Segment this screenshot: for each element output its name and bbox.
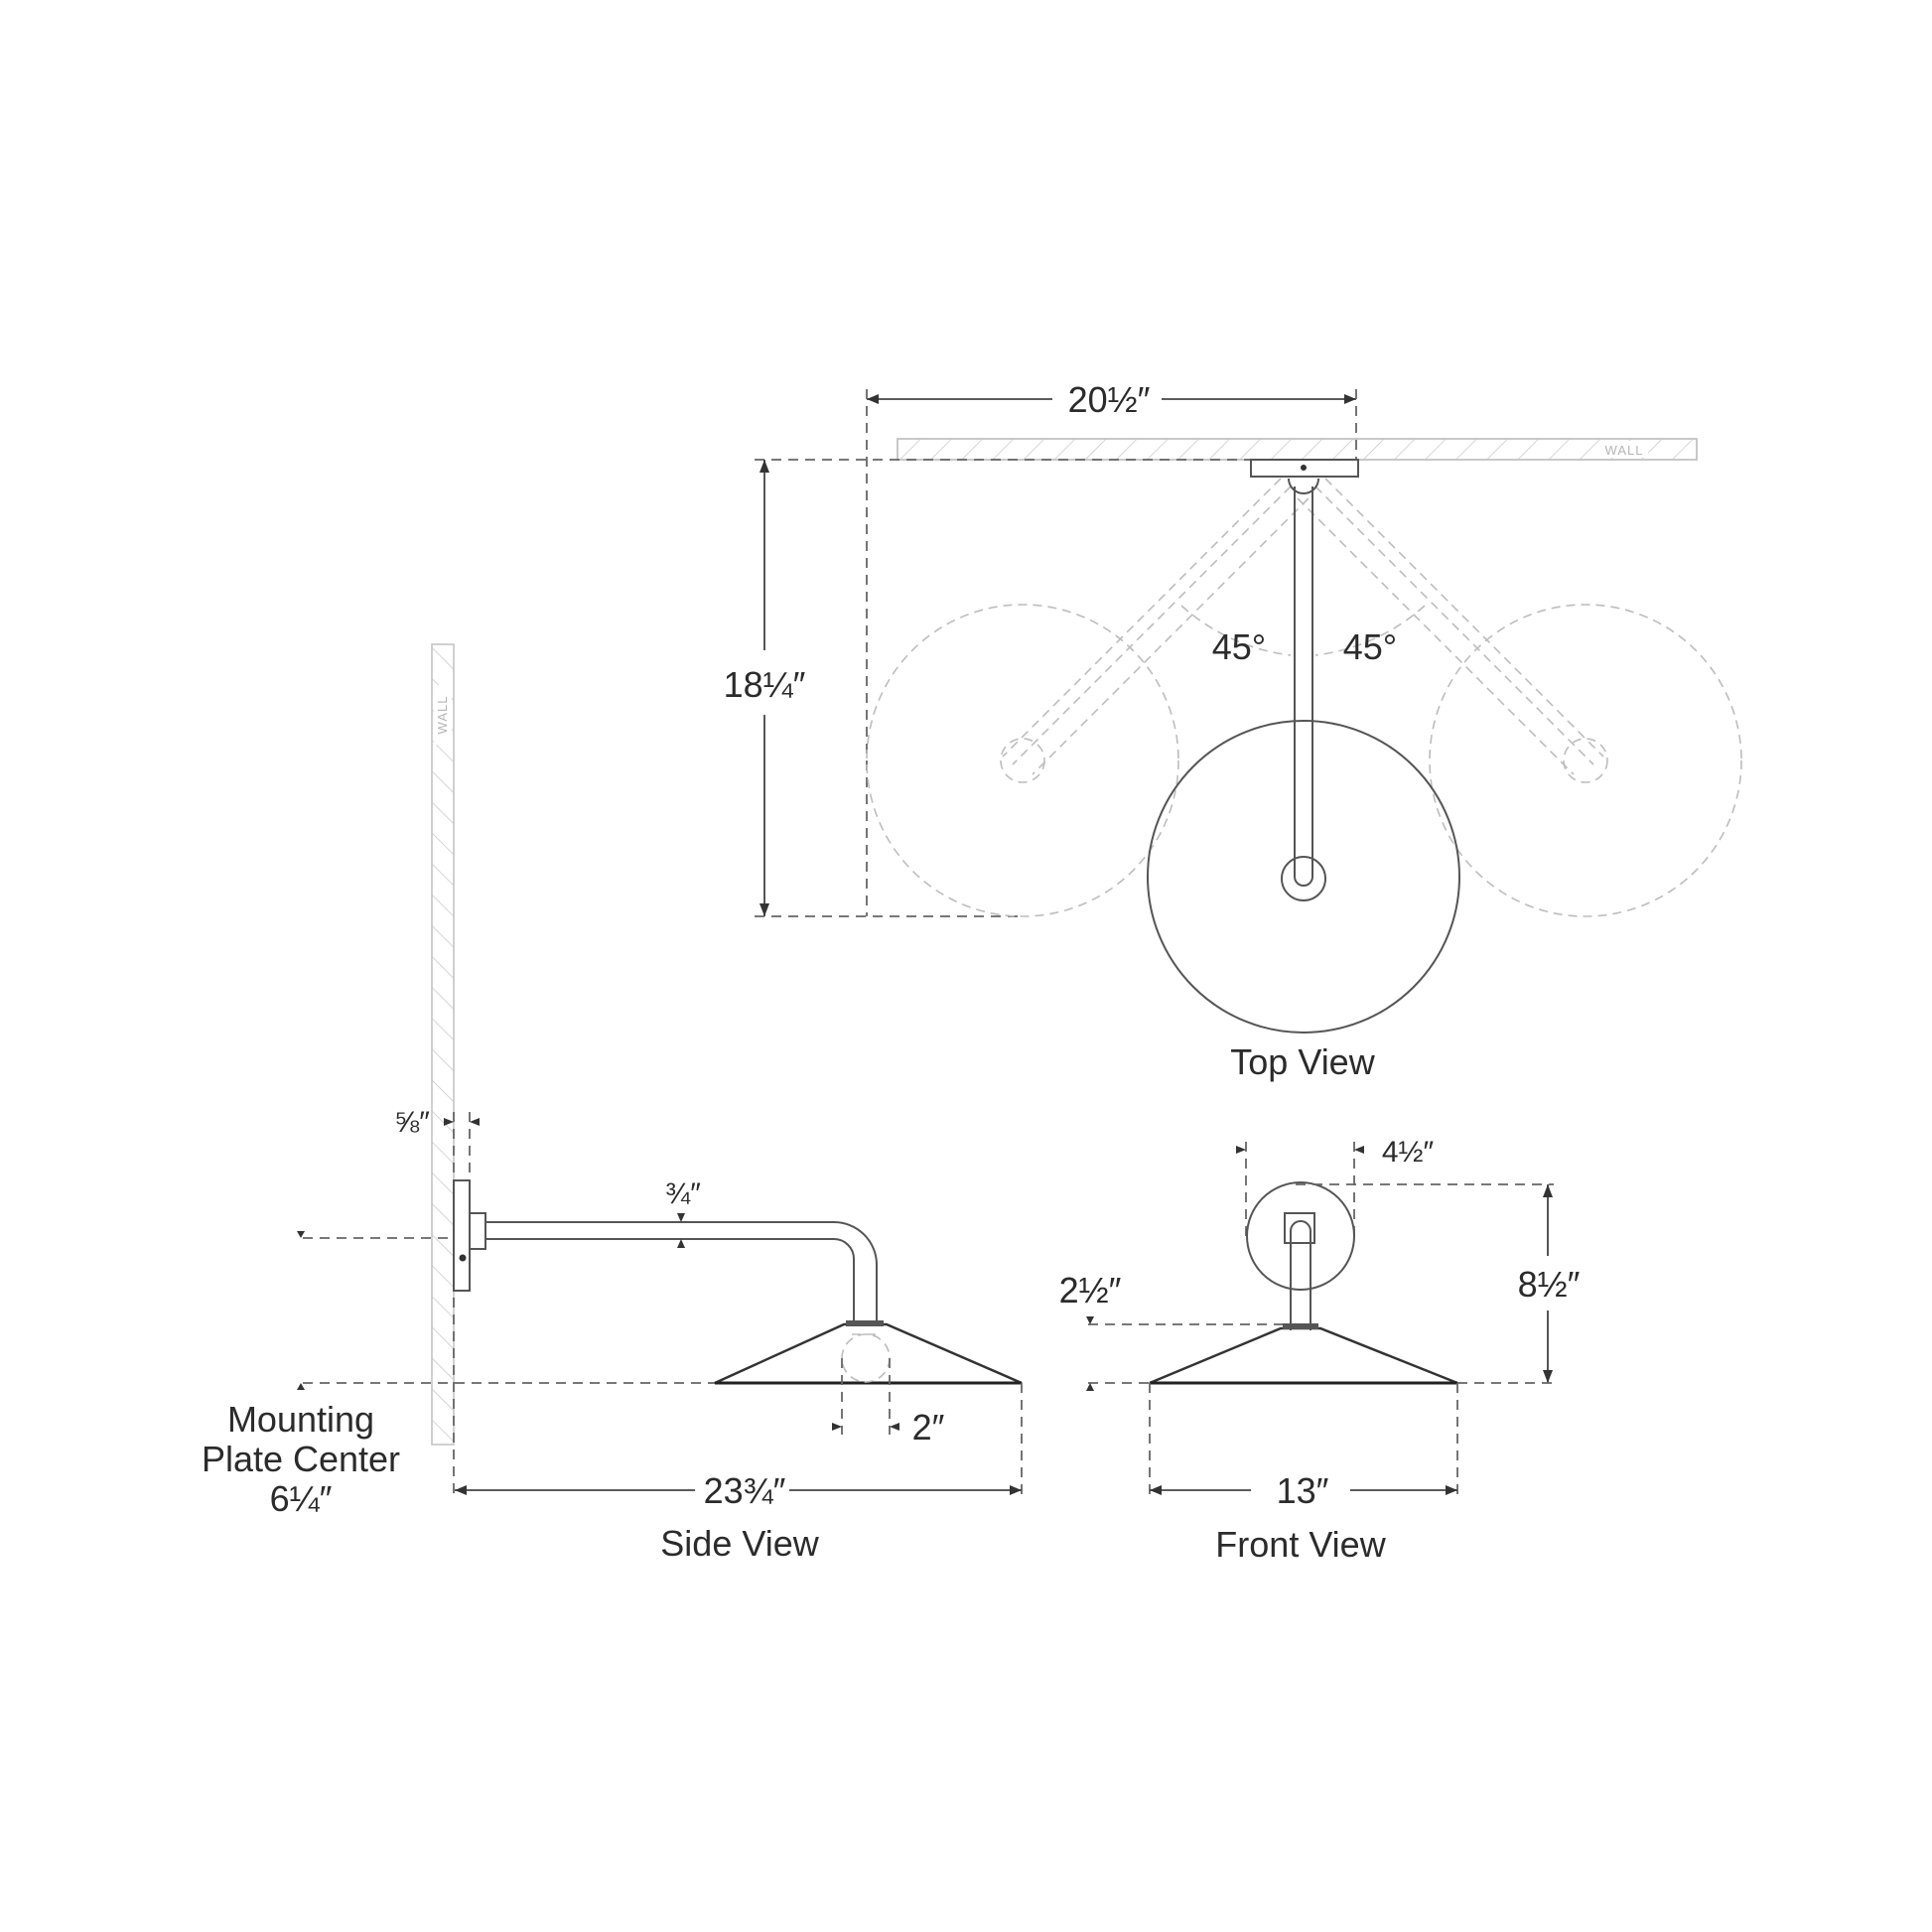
bulb-side: 2″: [832, 1333, 945, 1448]
swing-arm-main: [1281, 478, 1326, 901]
angle-label-right: 45°: [1343, 626, 1397, 667]
dimension-label-plate-depth: ⅝″: [394, 1106, 430, 1139]
wall-label-top: WALL: [1605, 443, 1644, 458]
dimension-label-width: 20½″: [1068, 379, 1151, 420]
dimension-shade-width: 13″: [1149, 1383, 1458, 1511]
dimension-extension: 23¾″: [455, 1383, 1023, 1511]
angle-label-left: 45°: [1212, 626, 1266, 667]
dimension-label-arm-thickness: ¾″: [665, 1177, 701, 1210]
dimension-label-plate-width: 4½″: [1382, 1136, 1435, 1169]
dimension-plate-width: 4½″: [1236, 1136, 1435, 1236]
side-view-label: Side View: [660, 1523, 819, 1564]
wall-label-side: WALL: [435, 696, 450, 735]
dimension-height: 8½″: [1518, 1184, 1581, 1383]
front-view: 4½″ 8½″ 2½″: [1059, 1136, 1581, 1565]
top-view-label: Top View: [1230, 1041, 1375, 1082]
mount-plate-top: [1250, 459, 1359, 478]
wall-top: WALL: [897, 438, 1698, 461]
mounting-plate-center-note: Mounting Plate Center 6¼″: [202, 1399, 400, 1519]
dimension-label-bulb: 2″: [912, 1407, 945, 1448]
svg-text:Plate Center: Plate Center: [202, 1439, 400, 1479]
svg-text:6¼″: 6¼″: [270, 1478, 333, 1519]
dimension-plate-depth: ⅝″: [394, 1106, 480, 1139]
dimension-arm-thickness: ¾″: [665, 1177, 701, 1248]
top-view: 20½″ WALL 18¼″: [724, 379, 1742, 1082]
shade-front: [1149, 1323, 1554, 1385]
shade-top: [1147, 720, 1460, 1034]
dimension-depth-top: 18¼″: [724, 460, 1023, 917]
dimension-shade-height: 2½″: [1059, 1270, 1291, 1391]
dimension-label-extension: 23¾″: [704, 1470, 786, 1511]
shade-side: [714, 1320, 1023, 1385]
side-view: WALL ⅝″ ¾″: [202, 643, 1023, 1564]
swing-arm-ghost-right: [1297, 478, 1742, 917]
dimension-label-shade-width: 13″: [1277, 1470, 1329, 1511]
wall-side: WALL: [431, 643, 455, 1446]
dimension-label-height: 8½″: [1518, 1264, 1581, 1305]
mount-plate-front: [1246, 1181, 1355, 1291]
dimension-label-shade-height: 2½″: [1059, 1270, 1122, 1311]
front-view-label: Front View: [1215, 1524, 1386, 1565]
swing-arm-ghost-left: [866, 478, 1310, 917]
mount-plate-side: [453, 1179, 471, 1292]
dimension-label-depth: 18¼″: [724, 664, 806, 705]
svg-text:Mounting: Mounting: [227, 1399, 374, 1440]
arm-side: [485, 1221, 878, 1322]
